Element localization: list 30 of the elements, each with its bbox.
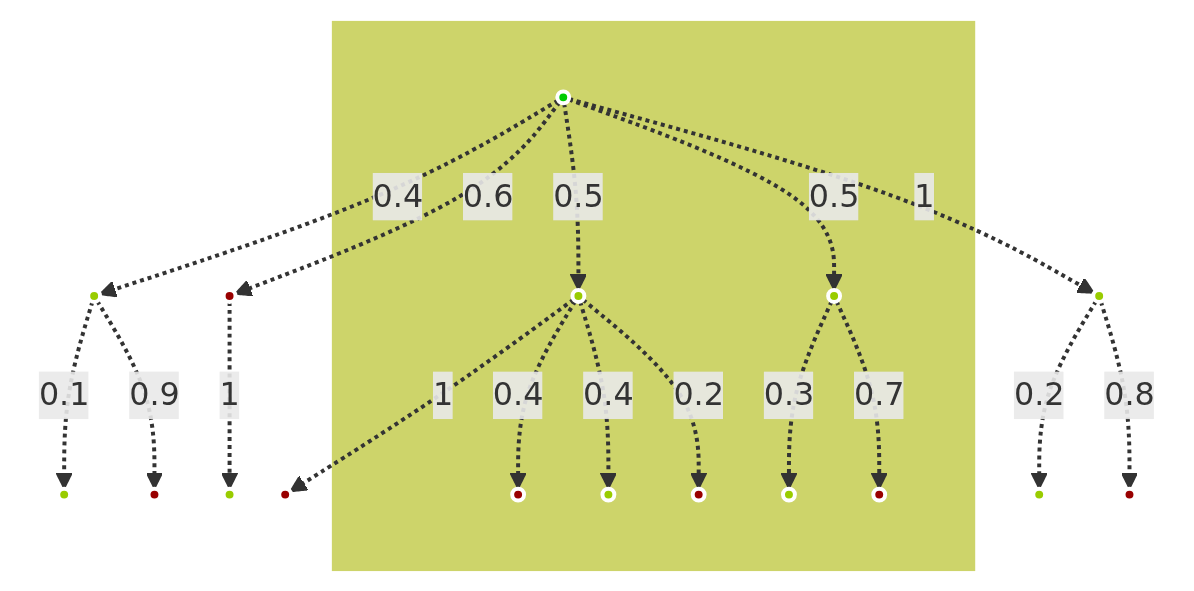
arrow xyxy=(234,100,562,296)
arrow xyxy=(568,96,1095,294)
edge-label: 0.2 xyxy=(673,374,725,413)
edge-label: 1 xyxy=(914,176,935,215)
edge-label: 0.1 xyxy=(39,374,90,413)
node-circle xyxy=(570,287,587,304)
arrow xyxy=(581,297,708,489)
edge-label: 0.7 xyxy=(854,374,905,413)
edge-label: 0.5 xyxy=(553,176,604,215)
arrow xyxy=(99,98,560,298)
edge-label: 0.4 xyxy=(493,374,544,413)
edge-label: 0.9 xyxy=(129,374,180,413)
edge-label: 0.4 xyxy=(583,374,634,413)
edge-label: 0.8 xyxy=(1104,374,1155,413)
node-circle xyxy=(510,486,527,503)
node-circle xyxy=(826,287,843,304)
edge-label: 1 xyxy=(219,374,240,413)
cluster xyxy=(332,20,976,571)
edge-label: 0.3 xyxy=(763,374,815,413)
node-circle xyxy=(555,88,572,105)
node-circle xyxy=(600,486,617,503)
edge-label: 0.6 xyxy=(463,176,514,215)
node-circle xyxy=(690,486,707,503)
node-circle xyxy=(871,486,888,503)
edge-label: 0.4 xyxy=(372,176,424,215)
edge-label: 0.2 xyxy=(1014,374,1065,413)
edge-label: 0.5 xyxy=(808,176,860,215)
arrow xyxy=(289,297,575,492)
edge-label: 1 xyxy=(433,374,454,413)
node-circle xyxy=(781,486,798,503)
